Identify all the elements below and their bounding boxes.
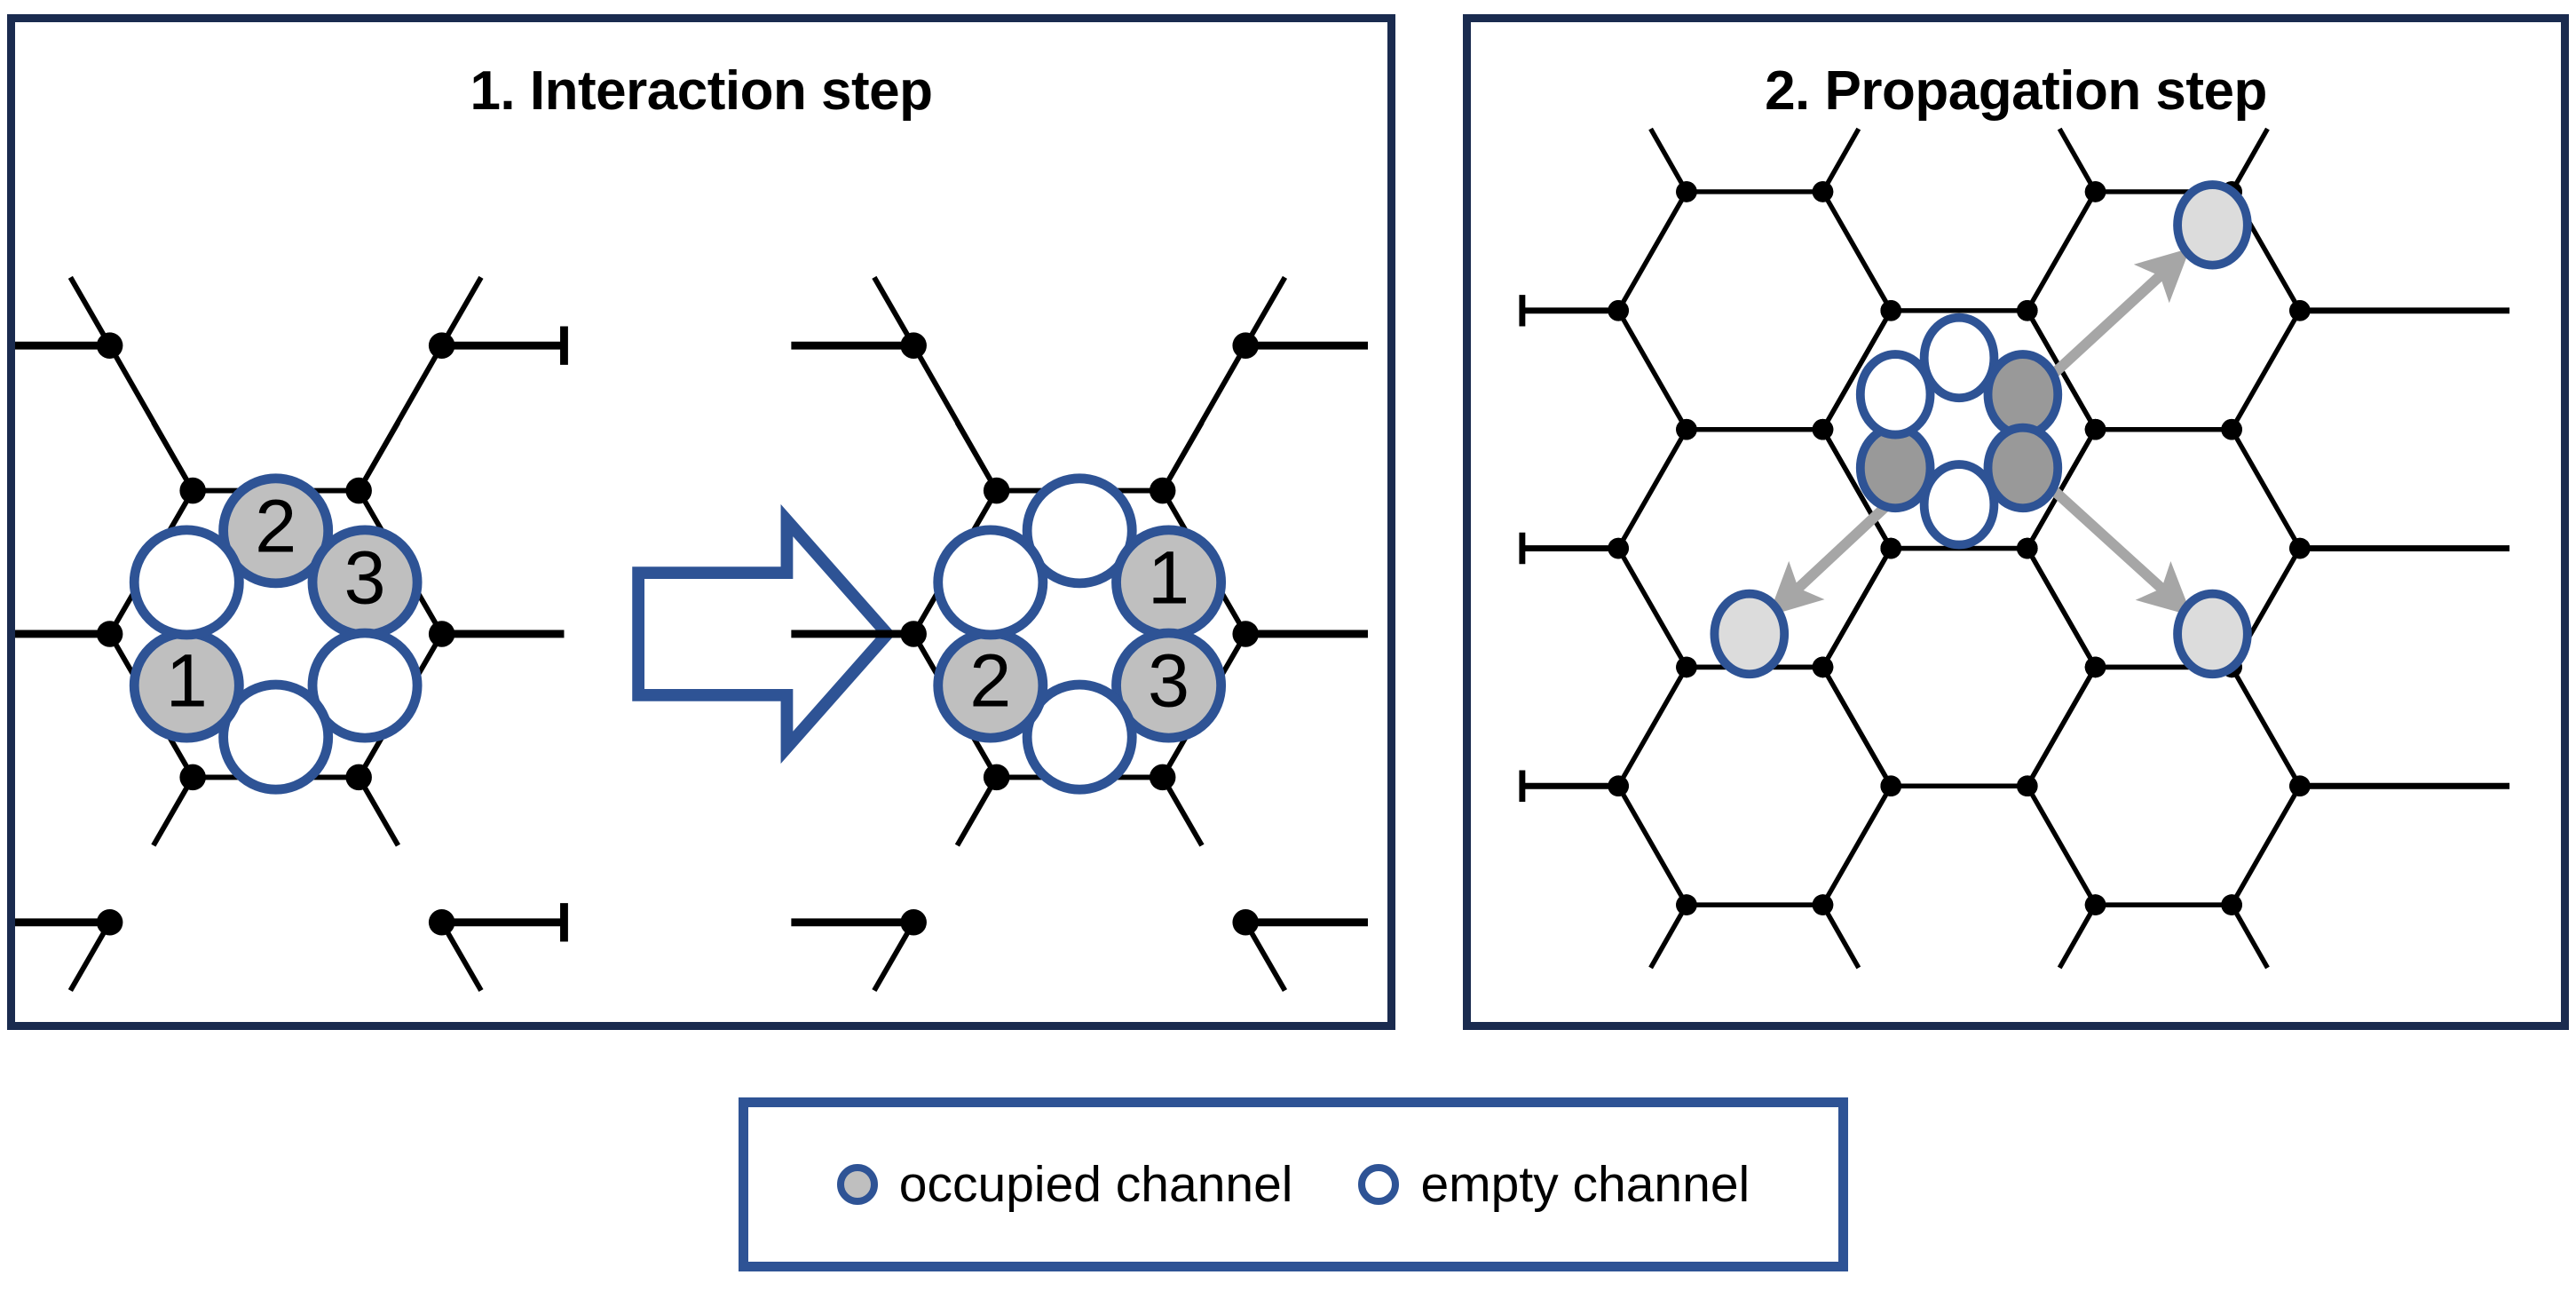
channel-label: 1 xyxy=(1148,535,1189,620)
channel-post-top[interactable] xyxy=(1022,473,1137,589)
transition-arrow xyxy=(632,503,896,764)
channel-post-bottom-right[interactable]: 3 xyxy=(1111,628,1227,743)
propagation-arrow-upper-right xyxy=(2044,248,2191,383)
honeycomb-lattice xyxy=(1519,127,2510,970)
channel-label: 2 xyxy=(969,638,1011,723)
panel-title-propagation: 2. Propagation step xyxy=(1765,60,2267,122)
empty-channel-icon xyxy=(1358,1164,1400,1205)
propagation-arrow-lower-right xyxy=(2044,481,2193,616)
lattice-vertices-left xyxy=(96,332,455,936)
channel-post-bottom-left[interactable]: 2 xyxy=(933,628,1048,743)
channel-label: 3 xyxy=(1148,638,1189,723)
channel-label: 2 xyxy=(255,483,296,567)
channel-post-bottom[interactable] xyxy=(1022,679,1137,795)
channel-group-pre: 2 3 1 xyxy=(129,473,423,795)
legend-label-empty: empty channel xyxy=(1420,1155,1750,1213)
lattice-stubs xyxy=(107,344,445,493)
channel-center-bottom-right[interactable] xyxy=(1983,423,2063,513)
panel-interaction-step: 1. Interaction step xyxy=(7,14,1395,1030)
legend-label-occupied: occupied channel xyxy=(898,1155,1293,1213)
hex-cell-pre-collision xyxy=(15,344,564,845)
destination-channel-lower-left[interactable] xyxy=(1710,589,1790,679)
lattice-vertices-right xyxy=(900,332,1259,936)
channel-pre-top-right[interactable]: 3 xyxy=(307,525,423,640)
channel-post-top-right[interactable]: 1 xyxy=(1111,525,1227,640)
channel-group-post: 1 3 2 xyxy=(933,473,1227,795)
channel-label: 3 xyxy=(344,535,386,620)
destination-channel-group xyxy=(1710,180,2252,679)
channel-center-bottom[interactable] xyxy=(1919,460,1999,550)
channel-center-top-right[interactable] xyxy=(1983,350,2063,440)
lattice-extra-right xyxy=(791,275,1368,993)
legend-item-occupied: occupied channel xyxy=(836,1155,1293,1213)
channel-pre-bottom-left[interactable]: 1 xyxy=(129,628,244,743)
occupied-channel-icon xyxy=(836,1164,878,1205)
lattice-stubs xyxy=(911,344,1248,493)
panel-propagation-step: 2. Propagation step xyxy=(1463,14,2569,1030)
channel-label: 1 xyxy=(166,638,208,723)
channel-pre-bottom[interactable] xyxy=(218,679,334,795)
legend-item-empty: empty channel xyxy=(1358,1155,1750,1213)
panel-title-interaction: 1. Interaction step xyxy=(470,60,933,122)
channel-pre-top[interactable]: 2 xyxy=(218,473,334,589)
hex-cell-post-collision xyxy=(791,344,1368,845)
channel-group-center xyxy=(1855,313,2063,550)
channel-pre-top-left[interactable] xyxy=(129,525,244,640)
propagation-diagram xyxy=(1519,127,2510,970)
destination-channel-lower-right[interactable] xyxy=(2173,589,2252,679)
lattice-extra-left xyxy=(15,275,565,993)
interaction-diagram: 2 3 1 xyxy=(15,275,1387,993)
legend-box: occupied channel empty channel xyxy=(739,1097,1848,1271)
channel-pre-bottom-right[interactable] xyxy=(307,628,423,743)
channel-center-top-left[interactable] xyxy=(1855,350,1935,440)
destination-channel-upper-right[interactable] xyxy=(2173,180,2252,270)
channel-post-top-left[interactable] xyxy=(933,525,1048,640)
channel-center-bottom-left[interactable] xyxy=(1855,423,1935,513)
channel-center-top[interactable] xyxy=(1919,313,1999,403)
